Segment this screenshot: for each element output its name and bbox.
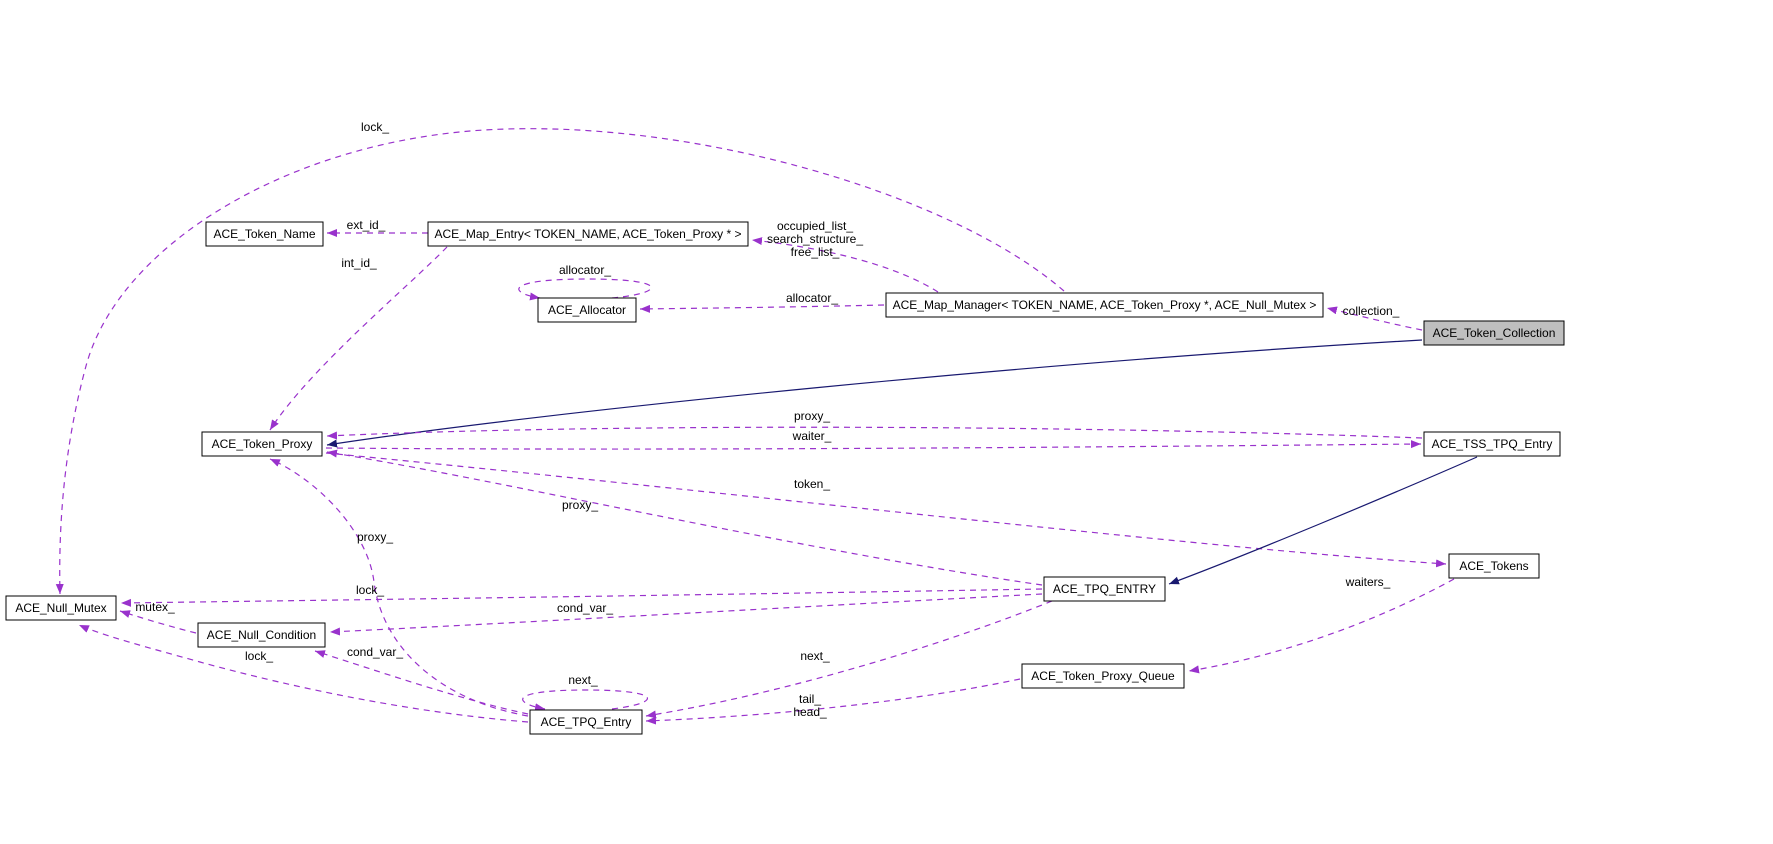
edge-cond-var-bottom	[314, 650, 529, 715]
edge-allocator	[639, 304, 885, 313]
node-label: ACE_Token_Proxy	[212, 437, 313, 451]
edge-label-next-diag: next_	[800, 649, 830, 663]
node-ace-tokens[interactable]: ACE_Tokens	[1448, 553, 1540, 579]
edge-allocator-self	[518, 278, 652, 301]
node-ace-allocator[interactable]: ACE_Allocator	[537, 297, 637, 323]
edge-label-next-self: next_	[568, 673, 598, 687]
edge-token	[325, 452, 1447, 568]
node-ace-tpq-entry[interactable]: ACE_TPQ_Entry	[529, 709, 643, 735]
edge-label-mutex: mutex_	[135, 600, 175, 614]
edge-label-int-id: int_id_	[341, 256, 377, 270]
edge-proxy-tpq-lower	[269, 458, 529, 717]
edge-label-lock-top: lock_	[361, 120, 389, 134]
node-ace-token-collection[interactable]: ACE_Token_Collection	[1423, 320, 1565, 346]
edge-mutex	[119, 610, 197, 634]
edge-occupied-list	[751, 237, 939, 293]
node-label: ACE_Map_Manager< TOKEN_NAME, ACE_Token_P…	[893, 298, 1317, 312]
edge-waiters	[1188, 578, 1455, 674]
edge-label-lock-bottom: lock_	[245, 649, 273, 663]
edge-tail-head	[645, 678, 1021, 725]
edge-label-allocator: allocator_	[786, 291, 838, 305]
node-label: ACE_Map_Entry< TOKEN_NAME, ACE_Token_Pro…	[434, 227, 741, 241]
edge-next-self	[522, 689, 648, 712]
node-ace-token-proxy-queue[interactable]: ACE_Token_Proxy_Queue	[1021, 663, 1185, 689]
edge-proxy-tpq-upper	[326, 449, 1043, 586]
node-label: ACE_Null_Mutex	[15, 601, 106, 615]
node-label: ACE_Token_Proxy_Queue	[1031, 669, 1175, 683]
node-ace-null-mutex[interactable]: ACE_Null_Mutex	[5, 595, 117, 621]
edge-lock-top	[55, 128, 1065, 595]
edge-label-waiters: waiters_	[1345, 575, 1391, 589]
node-label: ACE_Tokens	[1459, 559, 1528, 573]
edge-label-cond-var-long: cond_var_	[557, 601, 613, 615]
edge-label-free-list: free_list_	[791, 245, 840, 259]
edge-inherit-collection-proxy	[326, 339, 1423, 448]
edge-label-tail: tail_	[799, 692, 821, 706]
edge-proxy-tss	[326, 426, 1423, 440]
edge-label-head: head_	[793, 705, 827, 719]
edge-waiter	[325, 440, 1422, 450]
node-label: ACE_Null_Condition	[207, 628, 316, 642]
node-label: ACE_Token_Name	[213, 227, 315, 241]
edge-lock-bottom	[78, 624, 529, 723]
node-label: ACE_TPQ_ENTRY	[1053, 582, 1156, 596]
edge-label-ext-id: ext_id_	[347, 218, 386, 232]
edge-collection	[1326, 306, 1423, 331]
edge-label-cond-var-bottom: cond_var_	[347, 645, 403, 659]
node-ace-token-name[interactable]: ACE_Token_Name	[205, 221, 324, 247]
node-label: ACE_Allocator	[548, 303, 626, 317]
node-label: ACE_TSS_TPQ_Entry	[1432, 437, 1553, 451]
node-ace-token-proxy[interactable]: ACE_Token_Proxy	[201, 431, 323, 457]
node-label: ACE_Token_Collection	[1433, 326, 1556, 340]
node-ace-map-entry[interactable]: ACE_Map_Entry< TOKEN_NAME, ACE_Token_Pro…	[427, 221, 749, 247]
edge-label-proxy-tpq-upper: proxy_	[562, 498, 598, 512]
edge-label-proxy-tss: proxy_	[794, 409, 830, 423]
edge-label-lock-mid: lock_	[356, 583, 384, 597]
edge-label-proxy-tpq-lower: proxy_	[357, 530, 393, 544]
edge-cond-var-long	[329, 593, 1043, 636]
edge-label-allocator-self: allocator_	[559, 263, 611, 277]
node-label: ACE_TPQ_Entry	[541, 715, 632, 729]
node-ace-map-manager[interactable]: ACE_Map_Manager< TOKEN_NAME, ACE_Token_P…	[885, 292, 1324, 318]
node-ace-tpq-entry-upper[interactable]: ACE_TPQ_ENTRY	[1043, 576, 1166, 602]
node-ace-null-condition[interactable]: ACE_Null_Condition	[197, 622, 326, 648]
node-ace-tss-tpq-entry[interactable]: ACE_TSS_TPQ_Entry	[1423, 431, 1561, 457]
edge-inherit-tss-tpqentry	[1168, 456, 1478, 585]
edge-label-waiter: waiter_	[792, 429, 832, 443]
edge-label-occupied-list: occupied_list_	[777, 219, 853, 233]
edge-label-collection: collection_	[1343, 304, 1400, 318]
edge-int-id	[269, 246, 448, 431]
edge-label-token: token_	[794, 477, 830, 491]
edge-next-diag	[645, 600, 1053, 719]
edge-lock-mid	[120, 588, 1043, 607]
edge-label-search-structure: search_structure_	[767, 232, 863, 246]
